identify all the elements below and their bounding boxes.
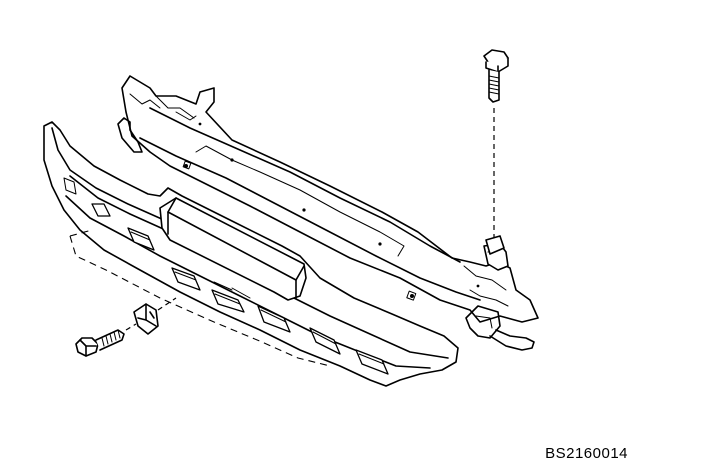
mounting-bolt-top <box>483 49 509 103</box>
retaining-clip <box>133 303 159 335</box>
bumper-reinforcement-beam <box>117 75 539 351</box>
bolt-receiving-tab <box>485 235 505 255</box>
installation-guide-outline <box>69 235 331 367</box>
figure-reference-code: BS2160014 <box>545 445 628 462</box>
mounting-bolt-bottom <box>75 329 125 357</box>
bumper-energy-absorber <box>43 121 459 387</box>
installation-guide-line-left <box>69 229 93 237</box>
clip-to-absorber-line <box>157 297 177 311</box>
clip-alignment-line <box>125 323 137 331</box>
